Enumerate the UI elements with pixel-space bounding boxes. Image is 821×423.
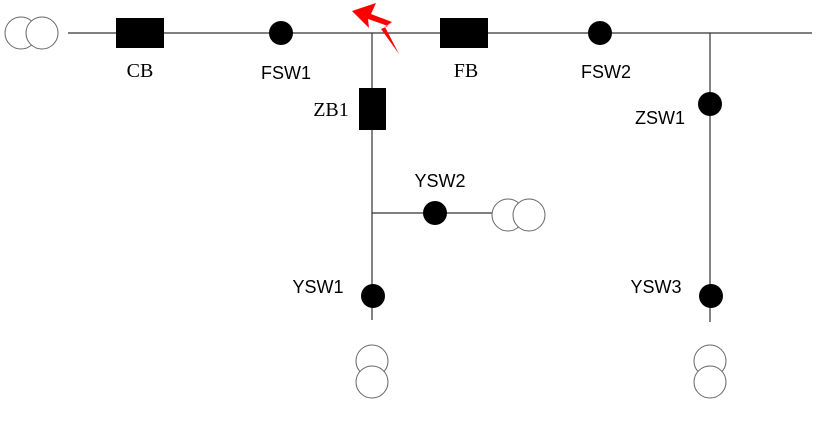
ysw3-label: YSW3 [630, 277, 681, 297]
ysw2-transformer-icon [491, 198, 546, 232]
fb-label: FB [454, 60, 478, 82]
zb1-label: ZB1 [313, 99, 349, 121]
ysw1-label: YSW1 [292, 277, 343, 297]
ysw1-transformer-icon [355, 344, 389, 399]
ysw3-switch[interactable] [699, 284, 723, 308]
fsw1-switch[interactable] [269, 21, 293, 45]
fault-lightning-icon [352, 3, 399, 54]
fsw1-label: FSW1 [261, 63, 311, 83]
ysw2-label: YSW2 [414, 171, 465, 191]
fsw2-switch[interactable] [588, 21, 612, 45]
fb-breaker[interactable] [440, 18, 488, 48]
fsw2-label: FSW2 [581, 62, 631, 82]
ysw2-switch[interactable] [423, 201, 447, 225]
cb-label: CB [127, 60, 154, 82]
ysw1-switch[interactable] [361, 284, 385, 308]
zsw1-label: ZSW1 [635, 108, 685, 128]
ysw3-transformer-icon [693, 344, 727, 399]
zsw1-switch[interactable] [698, 92, 722, 116]
cb-breaker[interactable] [116, 18, 164, 48]
zb1-breaker[interactable] [359, 88, 386, 130]
source-transformer-icon [4, 16, 59, 50]
